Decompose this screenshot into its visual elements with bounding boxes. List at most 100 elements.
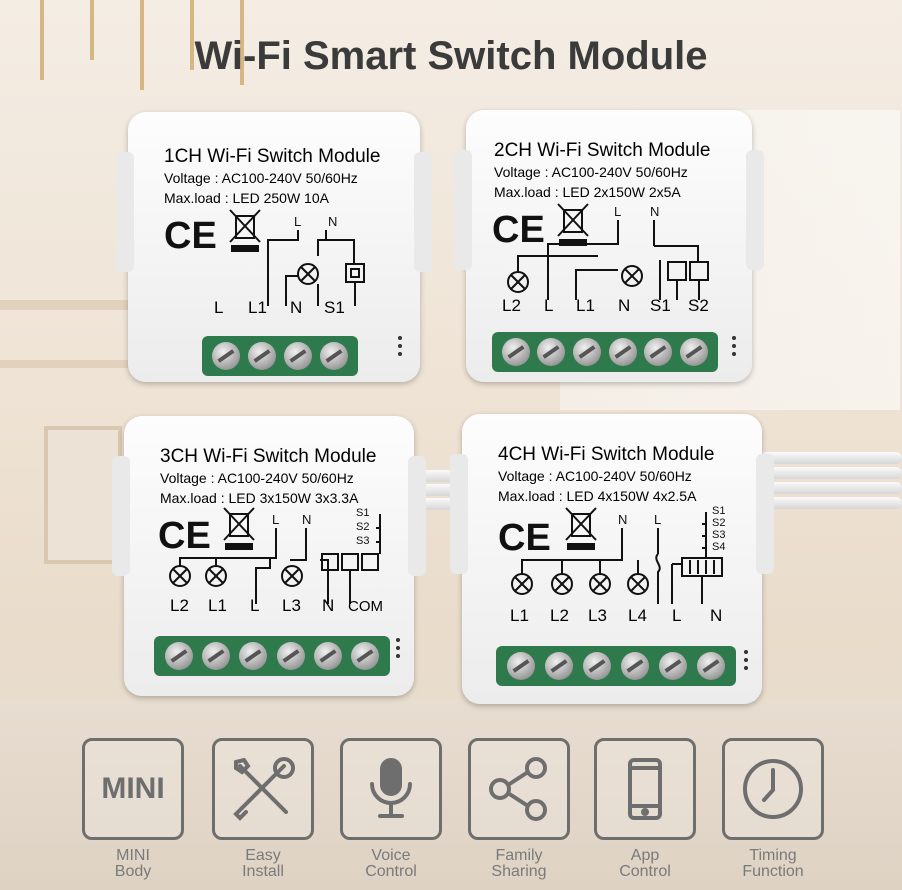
module-voltage: Voltage : AC100-240V 50/60Hz: [498, 468, 692, 484]
terminal-label-top: N: [650, 204, 659, 219]
terminal-label: S1: [324, 298, 345, 317]
terminal-label-top: L: [614, 204, 621, 219]
terminal-label: L2: [170, 596, 189, 615]
switch-label: S1: [356, 507, 369, 519]
weee-bin-icon: [557, 203, 589, 246]
switch-label: S2: [712, 517, 725, 529]
ce-mark: CE: [492, 209, 545, 251]
terminal-label: N: [618, 296, 631, 315]
terminal-screw: [573, 338, 602, 366]
switch-label: S3: [356, 535, 369, 547]
terminal-label-top: N: [302, 512, 311, 527]
terminal-screw: [239, 642, 268, 670]
module-2ch: 2CH Wi-Fi Switch Module Voltage : AC100-…: [454, 110, 764, 382]
phone-icon: [628, 758, 662, 820]
screw-terminal-block: [202, 336, 358, 376]
terminal-screw: [507, 652, 535, 680]
terminal-label: L2: [502, 296, 521, 315]
terminal-label: N: [710, 606, 723, 625]
terminal-label: L: [250, 596, 260, 615]
screw-terminal-block: [154, 636, 390, 676]
terminal-label: L3: [282, 596, 301, 615]
module-maxload: Max.load : LED 4x150W 4x2.5A: [498, 488, 697, 504]
feature-box: [468, 738, 570, 840]
mounting-ear: [450, 454, 468, 574]
feature-box: [340, 738, 442, 840]
terminal-label: L1: [248, 298, 267, 317]
wiring-diagram: CE L N: [164, 209, 365, 306]
terminal-label: L1: [510, 606, 529, 625]
share-icon: [489, 757, 547, 821]
indicator-dots: [398, 336, 402, 360]
terminal-screw: [248, 342, 276, 370]
terminal-label-top: N: [328, 214, 337, 229]
terminal-label-top: N: [618, 512, 627, 527]
feature-box: [212, 738, 314, 840]
terminal-label-top: L: [272, 512, 279, 527]
mounting-ear: [414, 152, 432, 272]
feature-box: [594, 738, 696, 840]
terminal-screw: [313, 642, 342, 670]
module-maxload: Max.load : LED 2x150W 2x5A: [494, 184, 681, 200]
switch-label: S1: [712, 505, 725, 517]
page-title: Wi-Fi Smart Switch Module: [194, 34, 708, 78]
indicator-dots: [732, 336, 736, 360]
terminal-label: L: [544, 296, 554, 315]
ce-mark: CE: [158, 515, 211, 557]
module-voltage: Voltage : AC100-240V 50/60Hz: [164, 170, 358, 186]
terminal-screw: [351, 642, 380, 670]
screw-terminal-block: [496, 646, 736, 686]
switch-label: S4: [712, 541, 725, 553]
switch-label: S3: [712, 529, 725, 541]
terminal-label: COM: [348, 598, 383, 615]
terminal-label: L: [672, 606, 682, 625]
module-title: 4CH Wi-Fi Switch Module: [498, 444, 715, 465]
terminal-label: N: [322, 596, 335, 615]
terminal-label: L4: [628, 606, 647, 625]
module-title: 1CH Wi-Fi Switch Module: [164, 146, 381, 167]
clock-icon: [743, 759, 803, 819]
terminal-screw: [276, 642, 305, 670]
terminal-label: N: [290, 298, 303, 317]
terminal-screw: [501, 338, 530, 366]
terminal-screw: [545, 652, 573, 680]
tools-icon: [233, 757, 295, 821]
terminal-screw: [680, 338, 709, 366]
terminal-label: S1: [650, 296, 671, 315]
terminal-screw: [608, 338, 637, 366]
module-voltage: Voltage : AC100-240V 50/60Hz: [494, 164, 688, 180]
mounting-ear: [408, 456, 426, 576]
mounting-ear: [746, 150, 764, 270]
mounting-ear: [112, 456, 130, 576]
module-title: 3CH Wi-Fi Switch Module: [160, 446, 377, 467]
terminal-label-top: L: [654, 512, 661, 527]
module-3ch: 3CH Wi-Fi Switch Module Voltage : AC100-…: [112, 416, 426, 696]
wiring-diagram: CE L N: [492, 203, 709, 300]
background-floor: [0, 700, 902, 890]
terminal-label: L: [214, 298, 224, 317]
terminal-label: L2: [550, 606, 569, 625]
switch-label: S2: [356, 521, 369, 533]
mounting-ear: [116, 152, 134, 272]
background-frame: [44, 426, 122, 564]
mounting-ear: [756, 454, 774, 574]
terminal-screw: [164, 642, 193, 670]
module-1ch: 1CH Wi-Fi Switch Module Voltage : AC100-…: [116, 112, 432, 382]
feature-box: MINI: [82, 738, 184, 840]
background-shelf: [0, 300, 130, 310]
wiring-diagram: CE N L S1 S2 S3 S4: [498, 505, 725, 604]
ce-mark: CE: [498, 517, 551, 559]
terminal-label: S2: [688, 296, 709, 315]
terminal-screw: [697, 652, 725, 680]
